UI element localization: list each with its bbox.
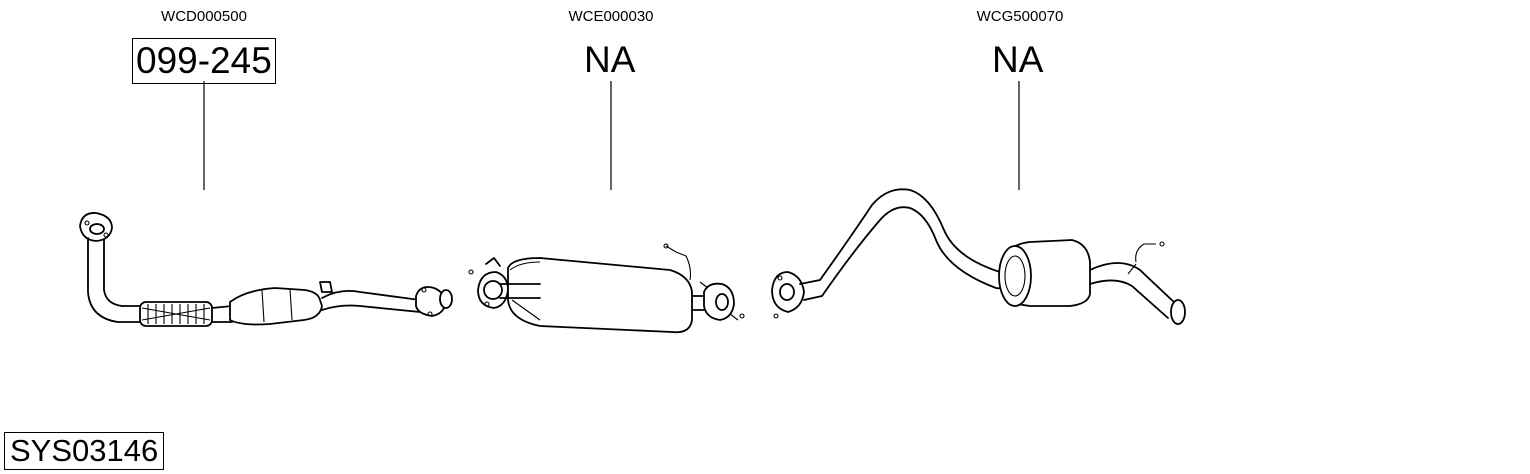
rear-silencer-part[interactable] — [771, 188, 1186, 325]
system-id-label: SYS03146 — [4, 432, 165, 470]
part-ref-2[interactable]: NA — [584, 39, 636, 80]
part-code-2: WCE000030 — [568, 8, 654, 25]
front-pipe-catalyst-part[interactable] — [79, 212, 453, 327]
part-ref-1[interactable]: 099-245 — [132, 38, 276, 84]
center-silencer-part[interactable] — [468, 243, 745, 334]
part-code-3: WCG500070 — [976, 8, 1064, 25]
part-ref-3[interactable]: NA — [992, 39, 1044, 80]
part-code-1: WCD000500 — [161, 8, 247, 25]
